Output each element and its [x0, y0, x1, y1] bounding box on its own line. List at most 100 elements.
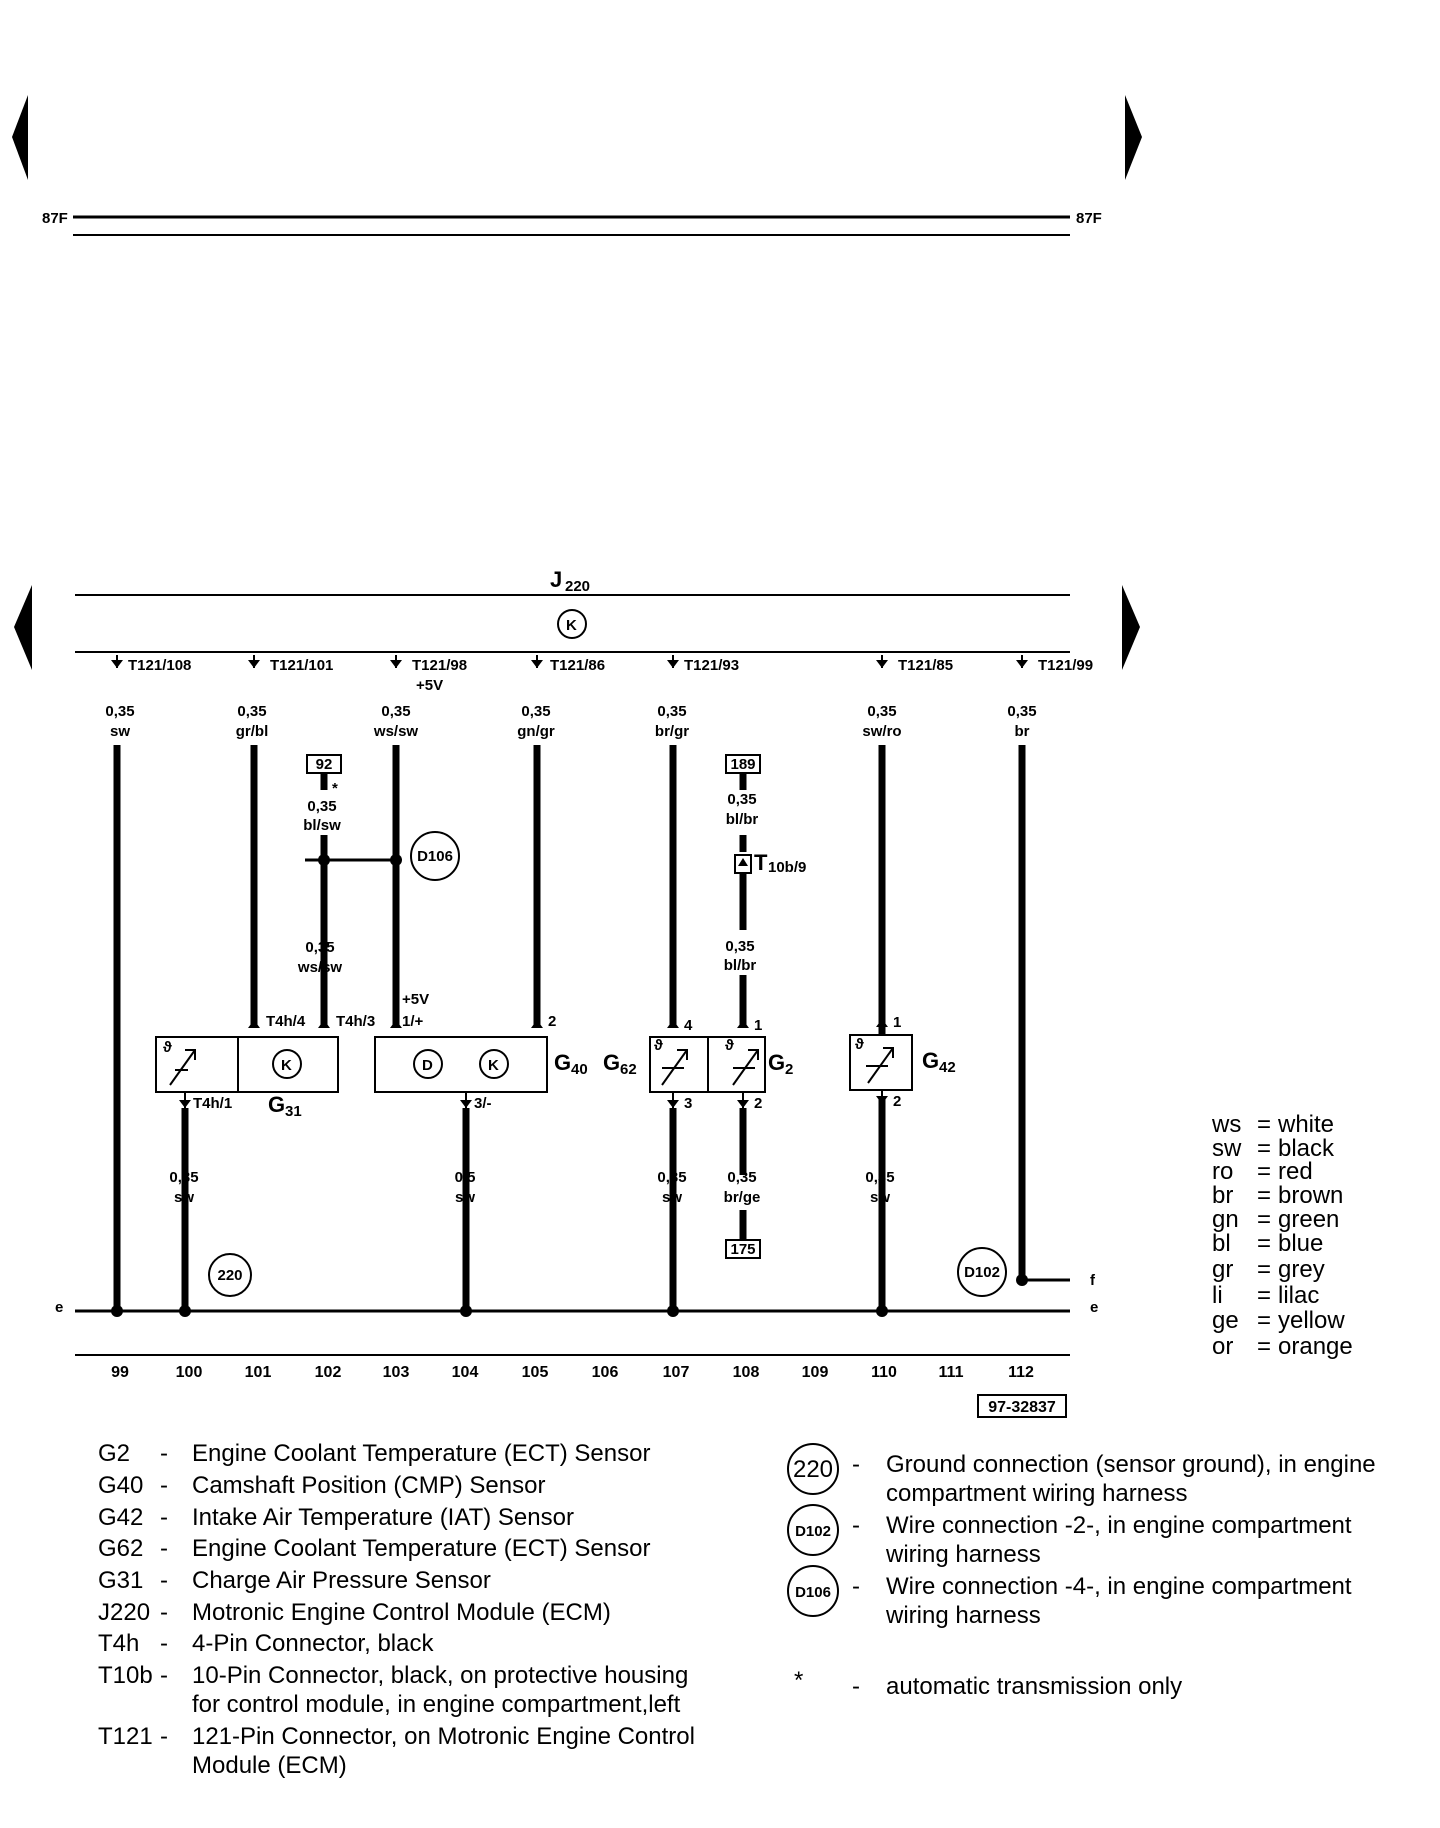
column-numbers: 99 100 101 102 103 104 105 106 107 108 1…: [111, 1364, 1034, 1381]
svg-text:0,35: 0,35: [305, 939, 334, 956]
svg-text:Engine Coolant Temperature (EC: Engine Coolant Temperature (ECT) Sensor: [192, 1440, 650, 1467]
color-code-legend: ws=white sw=black ro=red br=brown gn=gre…: [1211, 1111, 1353, 1360]
prev-page-arrow-top[interactable]: [12, 95, 28, 180]
pin-arrow-g2-1: [737, 1020, 749, 1028]
wire-label-107-lower: 0,35 sw: [657, 1169, 686, 1206]
svg-text:wiring harness: wiring harness: [885, 1602, 1041, 1629]
svg-text:104: 104: [452, 1364, 479, 1381]
conn-g40-5v: +5V: [402, 991, 429, 1008]
svg-text:*: *: [794, 1667, 803, 1694]
sensor-g31: ϑ K: [155, 1036, 339, 1093]
svg-text:T: T: [754, 850, 768, 875]
svg-text:G42: G42: [98, 1504, 143, 1531]
svg-text:102: 102: [315, 1364, 342, 1381]
junction-99: [111, 1305, 123, 1317]
svg-text:-: -: [160, 1723, 168, 1750]
junction-110: [876, 1305, 888, 1317]
svg-text:ro: ro: [1212, 1158, 1233, 1185]
svg-text:D106: D106: [795, 1584, 831, 1601]
svg-text:bl: bl: [1212, 1230, 1231, 1257]
pin-label-t121-101: T121/101: [270, 657, 333, 674]
component-legend: G2-Engine Coolant Temperature (ECT) Sens…: [98, 1440, 695, 1779]
svg-text:red: red: [1278, 1158, 1313, 1185]
pin-arrow-g42-2: [876, 1096, 888, 1104]
pin-arrow-g40-3: [460, 1100, 472, 1108]
svg-text:-: -: [852, 1573, 860, 1600]
ref-92-label: 92: [316, 756, 333, 773]
svg-text:220: 220: [565, 578, 590, 595]
svg-text:=: =: [1257, 1182, 1271, 1209]
wire-label-110: 0,35 sw/ro: [862, 703, 901, 740]
sensor-g42: ϑ: [849, 1034, 913, 1091]
conn-g62-4: 4: [684, 1017, 693, 1034]
svg-text:0,35: 0,35: [169, 1169, 198, 1186]
pin-arrow-g62-3: [667, 1100, 679, 1108]
prev-page-arrow-mid[interactable]: [14, 585, 32, 670]
wire-label-99: 0,35 sw: [105, 703, 134, 740]
svg-text:121-Pin Connector, on Motronic: 121-Pin Connector, on Motronic Engine Co…: [192, 1723, 695, 1750]
sensor-g31-label: G 31: [268, 1092, 302, 1120]
svg-text:br: br: [1212, 1182, 1233, 1209]
svg-text:automatic transmission only: automatic transmission only: [886, 1673, 1182, 1700]
svg-text:ws: ws: [1211, 1111, 1241, 1138]
pin-arrow-105: [531, 660, 543, 668]
junction-107: [667, 1305, 679, 1317]
svg-text:br/ge: br/ge: [724, 1189, 761, 1206]
pin-arrow-g40-2: [531, 1020, 543, 1028]
svg-text:0,35: 0,35: [521, 703, 550, 720]
conn-g40-1: 1/+: [402, 1013, 424, 1030]
svg-text:K: K: [488, 1057, 499, 1074]
pin-arrow-99: [111, 660, 123, 668]
svg-text:sw: sw: [455, 1189, 475, 1206]
svg-text:Camshaft Position (CMP) Sensor: Camshaft Position (CMP) Sensor: [192, 1472, 545, 1499]
svg-text:0,35: 0,35: [307, 798, 336, 815]
next-page-arrow-mid[interactable]: [1122, 585, 1140, 670]
svg-text:wiring harness: wiring harness: [885, 1541, 1041, 1568]
svg-text:4-Pin Connector, black: 4-Pin Connector, black: [192, 1630, 434, 1657]
svg-text:0,35: 0,35: [105, 703, 134, 720]
svg-text:li: li: [1212, 1282, 1223, 1309]
bus-e-left-label: e: [55, 1299, 63, 1316]
svg-text:=: =: [1257, 1230, 1271, 1257]
svg-text:108: 108: [733, 1364, 760, 1381]
ground-connection-220: 220: [208, 1253, 252, 1297]
svg-text:or: or: [1212, 1333, 1233, 1360]
next-page-arrow-top[interactable]: [1125, 95, 1142, 180]
wire-label-101: 0,35 gr/bl: [236, 703, 269, 740]
svg-text:G62: G62: [98, 1535, 143, 1562]
conn-t4h3: T4h/3: [336, 1013, 375, 1030]
svg-text:99: 99: [111, 1364, 129, 1381]
svg-text:G: G: [268, 1092, 285, 1117]
svg-text:blue: blue: [1278, 1230, 1323, 1257]
svg-text:brown: brown: [1278, 1182, 1343, 1209]
wire-label-100-lower: 0,35 sw: [169, 1169, 198, 1206]
pin-label-t121-99: T121/99: [1038, 657, 1093, 674]
ecm-j220-label: J 220: [550, 567, 590, 595]
wire-label-105: 0,35 gn/gr: [517, 703, 555, 740]
svg-text:220: 220: [217, 1267, 242, 1284]
svg-text:G40: G40: [98, 1472, 143, 1499]
svg-text:G: G: [603, 1050, 620, 1075]
svg-text:orange: orange: [1278, 1333, 1353, 1360]
pin-arrow-t4h1: [179, 1100, 191, 1108]
wire-label-107: 0,35 br/gr: [655, 703, 689, 740]
svg-text:grey: grey: [1278, 1256, 1325, 1283]
svg-text:0,35: 0,35: [727, 1169, 756, 1186]
svg-text:112: 112: [1008, 1364, 1034, 1381]
svg-text:0,35: 0,35: [237, 703, 266, 720]
sensor-g42-label: G 42: [922, 1048, 956, 1076]
svg-text:=: =: [1257, 1256, 1271, 1283]
svg-text:G: G: [768, 1050, 785, 1075]
junction-112: [1016, 1274, 1028, 1286]
svg-text:0,35: 0,35: [725, 938, 754, 955]
svg-text:sw: sw: [174, 1189, 194, 1206]
svg-text:110: 110: [871, 1364, 897, 1381]
pin-arrow-g40-1: [390, 1020, 402, 1028]
svg-text:Wire connection -2-, in engine: Wire connection -2-, in engine compartme…: [886, 1512, 1352, 1539]
svg-text:97-32837: 97-32837: [988, 1399, 1056, 1416]
wire-label-103: 0,35 ws/sw: [373, 703, 419, 740]
svg-text:for control module, in engine: for control module, in engine compartmen…: [192, 1691, 681, 1718]
svg-text:G: G: [922, 1048, 939, 1073]
svg-text:ws/sw: ws/sw: [297, 959, 343, 976]
